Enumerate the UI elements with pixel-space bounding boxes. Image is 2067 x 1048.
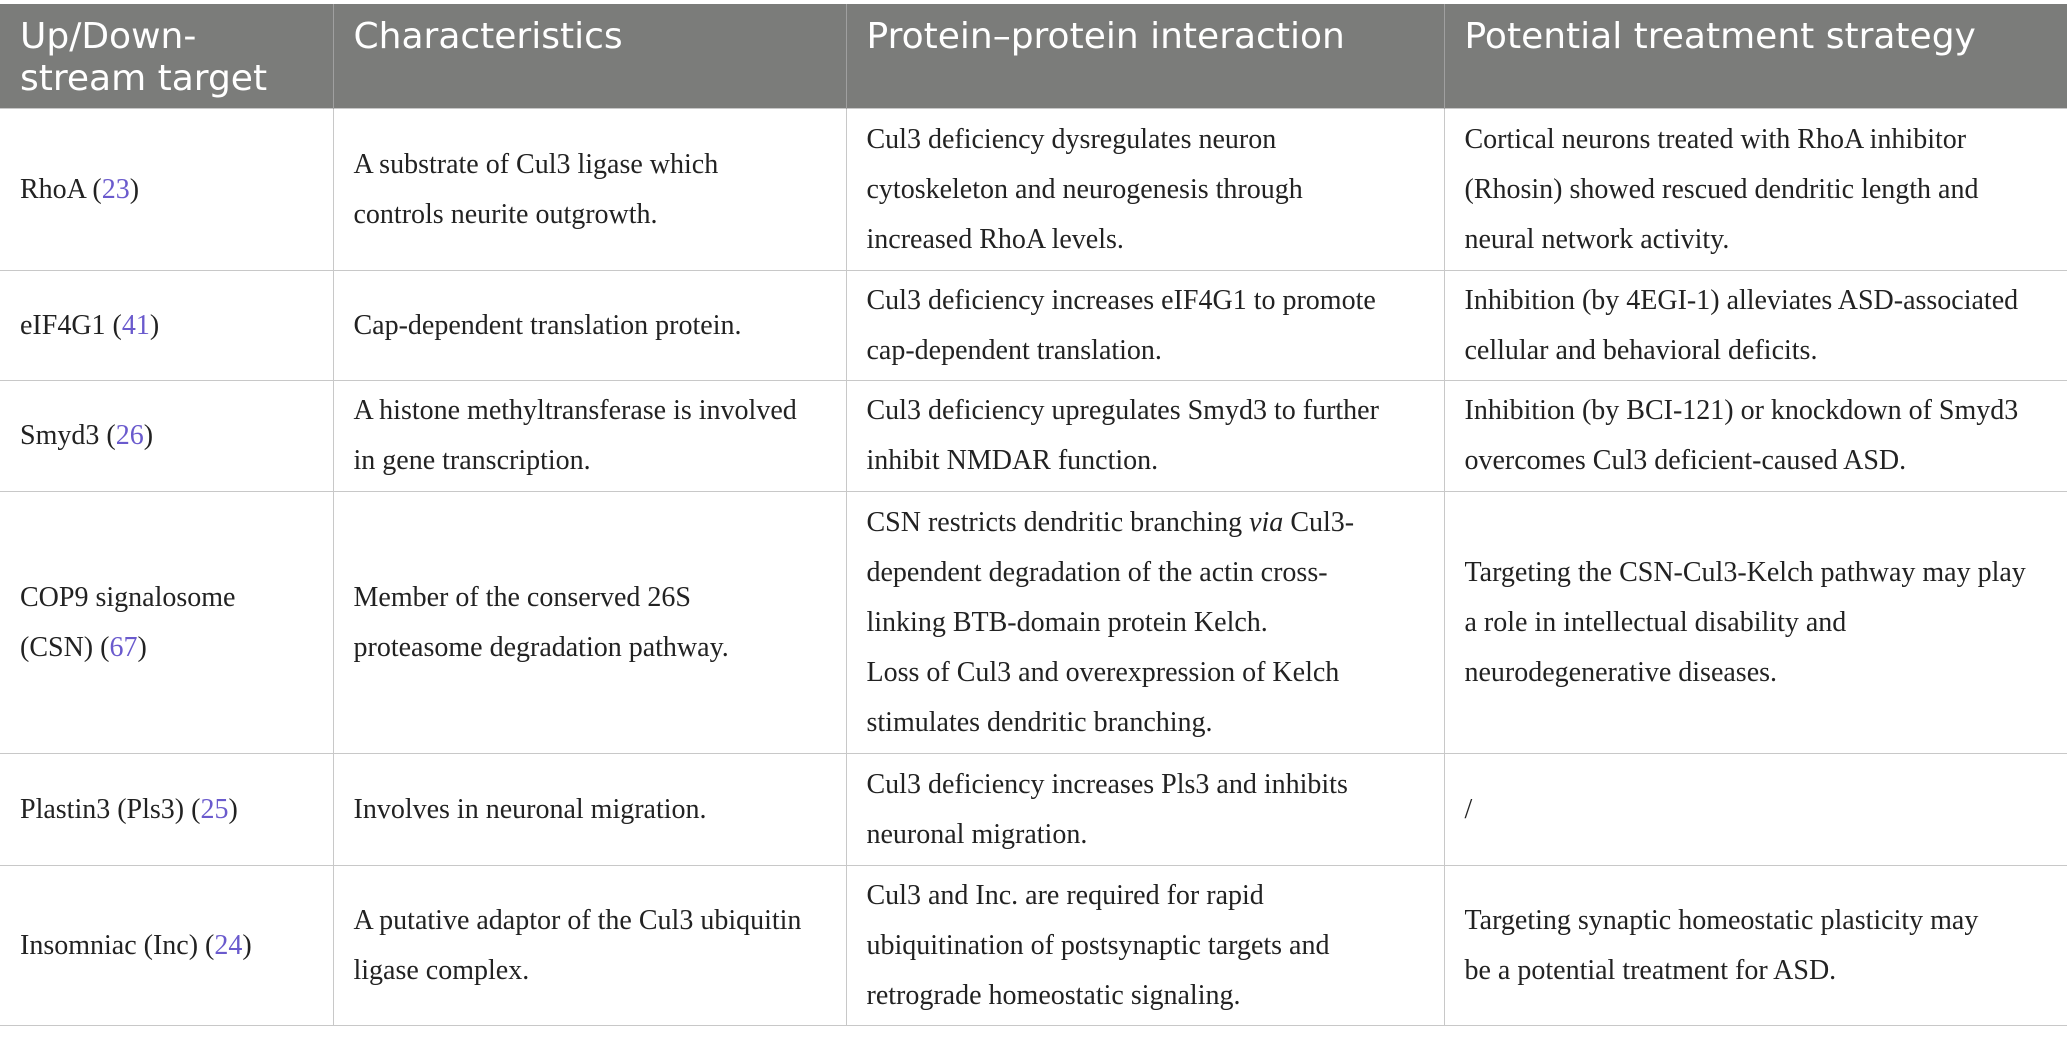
text-line: Member of the conserved 26S — [353, 581, 691, 613]
text-line: Cap-dependent translation protein. — [353, 309, 742, 341]
text-line: cellular and behavioral deficits. — [1464, 334, 1818, 366]
text-line: neural network activity. — [1464, 223, 1730, 255]
text-line: Involves in neuronal migration. — [353, 793, 707, 825]
text-fragment: Cul3- — [1283, 506, 1355, 538]
cell-characteristics: A histone methyltransferase is involved … — [332, 380, 847, 492]
text-line: A histone methyltransferase is involved — [353, 395, 797, 426]
text-line: A putative adaptor of the Cul3 ubiquitin — [353, 904, 802, 936]
cell-treatment: Targeting synaptic homeostatic plasticit… — [1443, 865, 2067, 1026]
header-interaction: Protein–protein interaction — [845, 4, 1444, 109]
text-fragment: CSN restricts dendritic branching — [866, 506, 1250, 538]
text-line: proteasome degradation pathway. — [353, 631, 729, 663]
header-target: Up/Down- stream target — [0, 4, 333, 109]
reference-link[interactable]: 24 — [214, 929, 243, 961]
header-target-line1: Up/Down- — [20, 16, 197, 57]
cell-treatment: Inhibition (by BCI-121) or knockdown of … — [1443, 380, 2067, 492]
cell-treatment: / — [1443, 753, 2067, 866]
target-name: Insomniac (Inc) — [20, 929, 199, 961]
table-row: Insomniac (Inc) (24) A putative adaptor … — [0, 865, 2067, 1026]
text-line: dependent degradation of the actin cross… — [866, 556, 1328, 588]
text-line: a role in intellectual disability and — [1464, 606, 1847, 638]
cell-interaction: Cul3 deficiency dysregulates neuron cyto… — [845, 108, 1445, 271]
text-line: stimulates dendritic branching. — [866, 706, 1213, 738]
text-line: Targeting the CSN-Cul3-Kelch pathway may… — [1464, 556, 2026, 588]
text-line: overcomes Cul3 deficient-caused ASD. — [1464, 445, 1907, 476]
text-line: inhibit NMDAR function. — [866, 445, 1159, 476]
text-line: / — [1464, 793, 1473, 825]
text-line: Cul3 deficiency increases Pls3 and inhib… — [866, 768, 1348, 800]
cell-characteristics: Member of the conserved 26S proteasome d… — [332, 491, 847, 754]
data-table: Up/Down- stream target Characteristics P… — [0, 4, 2067, 1026]
reference-link[interactable]: 26 — [115, 420, 144, 451]
cell-characteristics: A substrate of Cul3 ligase which control… — [332, 108, 847, 271]
text-line: ligase complex. — [353, 954, 530, 986]
target-name: eIF4G1 — [20, 309, 106, 341]
table-row: Smyd3 (26) A histone methyltransferase i… — [0, 380, 2067, 492]
cell-interaction: Cul3 deficiency increases eIF4G1 to prom… — [845, 270, 1445, 381]
header-characteristics: Characteristics — [332, 4, 846, 109]
text-line: A substrate of Cul3 ligase which — [353, 148, 719, 180]
text-line: neurodegenerative diseases. — [1464, 656, 1778, 688]
cell-target: Plastin3 (Pls3) (25) — [0, 753, 334, 866]
text-line: be a potential treatment for ASD. — [1464, 954, 1837, 986]
reference-link[interactable]: 41 — [121, 309, 150, 341]
text-line: retrograde homeostatic signaling. — [866, 979, 1241, 1011]
text-line: Cortical neurons treated with RhoA inhib… — [1464, 123, 1967, 155]
cell-target: COP9 signalosome (CSN) (67) — [0, 491, 334, 754]
cell-target: Smyd3 (26) — [0, 380, 334, 492]
cell-treatment: Cortical neurons treated with RhoA inhib… — [1443, 108, 2067, 271]
target-name: Smyd3 — [20, 420, 100, 451]
text-line: Cul3 deficiency increases eIF4G1 to prom… — [866, 284, 1376, 316]
text-line: Targeting synaptic homeostatic plasticit… — [1464, 904, 1979, 936]
reference-link[interactable]: 25 — [200, 793, 229, 825]
text-line: neuronal migration. — [866, 818, 1088, 850]
header-treatment: Potential treatment strategy — [1443, 4, 2067, 109]
text-line: ubiquitination of postsynaptic targets a… — [866, 929, 1330, 961]
cell-target: Insomniac (Inc) (24) — [0, 865, 334, 1026]
text-line: Cul3 and Inc. are required for rapid — [866, 879, 1264, 911]
cell-interaction: Cul3 and Inc. are required for rapid ubi… — [845, 865, 1445, 1026]
target-name: Plastin3 (Pls3) — [20, 793, 185, 825]
cell-treatment: Targeting the CSN-Cul3-Kelch pathway may… — [1443, 491, 2067, 754]
header-target-line2: stream target — [20, 58, 268, 99]
table-row: Plastin3 (Pls3) (25) Involves in neurona… — [0, 753, 2067, 866]
target-name: RhoA — [20, 173, 86, 205]
text-line: cap-dependent translation. — [866, 334, 1162, 366]
table-row: eIF4G1 (41) Cap-dependent translation pr… — [0, 270, 2067, 381]
text-line: Cul3 deficiency upregulates Smyd3 to fur… — [866, 395, 1379, 426]
cell-characteristics: A putative adaptor of the Cul3 ubiquitin… — [332, 865, 847, 1026]
text-line: Loss of Cul3 and overexpression of Kelch — [866, 656, 1340, 688]
text-line: Cul3 deficiency dysregulates neuron — [866, 123, 1277, 155]
cell-interaction: Cul3 deficiency upregulates Smyd3 to fur… — [845, 380, 1445, 492]
cell-interaction: CSN restricts dendritic branching via Cu… — [845, 491, 1445, 754]
cell-treatment: Inhibition (by 4EGI-1) alleviates ASD-as… — [1443, 270, 2067, 381]
table-row: COP9 signalosome (CSN) (67) Member of th… — [0, 491, 2067, 754]
target-name: (CSN) — [20, 631, 94, 663]
cell-interaction: Cul3 deficiency increases Pls3 and inhib… — [845, 753, 1445, 866]
reference-link[interactable]: 23 — [101, 173, 130, 205]
text-line: cytoskeleton and neurogenesis through — [866, 173, 1303, 205]
target-name: COP9 signalosome — [20, 581, 236, 613]
cell-characteristics: Involves in neuronal migration. — [332, 753, 847, 866]
text-line: controls neurite outgrowth. — [353, 198, 658, 230]
cell-characteristics: Cap-dependent translation protein. — [332, 270, 847, 381]
table-row: RhoA (23) A substrate of Cul3 ligase whi… — [0, 108, 2067, 271]
italic-text: via — [1249, 506, 1284, 538]
text-line: (Rhosin) showed rescued dendritic length… — [1464, 173, 1979, 205]
text-line: linking BTB-domain protein Kelch. — [866, 606, 1268, 638]
text-line: in gene transcription. — [353, 445, 591, 476]
cell-target: RhoA (23) — [0, 108, 334, 271]
header-row: Up/Down- stream target Characteristics P… — [0, 4, 2067, 109]
text-line: increased RhoA levels. — [866, 223, 1124, 255]
reference-link[interactable]: 67 — [109, 631, 138, 663]
cell-target: eIF4G1 (41) — [0, 270, 334, 381]
text-line: Inhibition (by 4EGI-1) alleviates ASD-as… — [1464, 284, 2019, 316]
text-line: Inhibition (by BCI-121) or knockdown of … — [1464, 395, 2019, 426]
